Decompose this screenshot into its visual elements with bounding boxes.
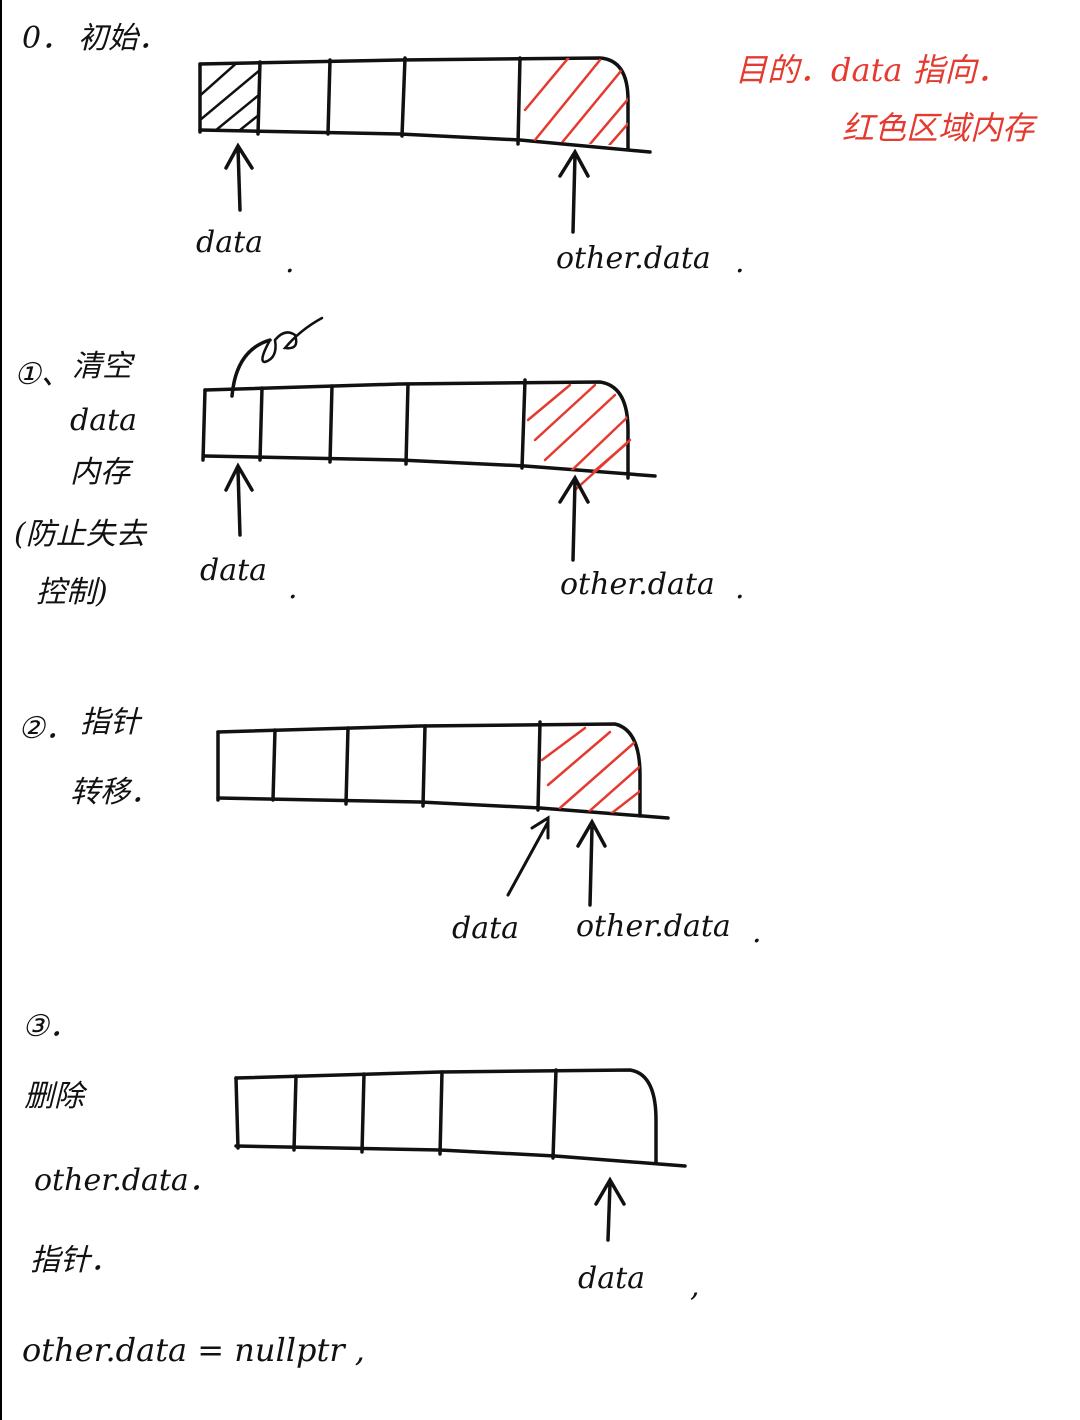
step-desc-line: (防止失去 [14, 517, 146, 552]
pointer-label-data: data [452, 911, 520, 946]
cell-divider [256, 60, 262, 136]
arrow-up-icon [558, 474, 590, 562]
array-bottom-outline [203, 454, 657, 478]
red-pointer-link [573, 438, 632, 492]
array-bottom-outline [198, 128, 652, 154]
cell-divider [551, 1068, 558, 1160]
step-title: 清空 [72, 349, 132, 384]
trailing-dot: . [285, 245, 295, 280]
arrow-up-icon [576, 818, 607, 907]
step-number: ③． [22, 1009, 79, 1044]
array-step-1 [201, 316, 657, 562]
cell-divider [536, 720, 542, 812]
cell-divider [421, 724, 427, 808]
array-bottom-outline [234, 1144, 687, 1168]
arrow-up-icon [558, 148, 590, 234]
array-top-outline [216, 722, 642, 818]
arrow-up-icon [506, 815, 550, 897]
pointer-label-other-data: other.data [560, 567, 715, 602]
pointer-label-other-data: other.data [576, 909, 731, 944]
step-desc-line: 控制) [36, 575, 108, 610]
red-region-hatch [523, 58, 628, 146]
trailing-dot: . [735, 571, 745, 606]
cell-divider [234, 1076, 240, 1150]
step-desc-line: 指针． [30, 1243, 120, 1278]
trailing-dot: . [735, 245, 745, 280]
array-top-outline [203, 380, 630, 480]
first-cell-hatch [200, 62, 260, 132]
step-number: ②． [18, 711, 75, 746]
cell-divider [438, 1070, 444, 1156]
step-number: ①、 [14, 357, 71, 392]
cell-divider [201, 388, 207, 462]
cell-divider [520, 378, 527, 470]
array-top-outline [234, 1068, 658, 1164]
trailing-comma: , [690, 1269, 700, 1304]
cell-divider [516, 56, 522, 146]
goal-note-line-1: 目的．data 指向． [735, 51, 1009, 89]
step-desc-line: 转移． [70, 775, 160, 810]
step-title: 删除 [24, 1079, 84, 1114]
cell-divider [328, 384, 334, 464]
array-step-0 [198, 56, 652, 234]
cell-divider [344, 726, 350, 806]
arrow-up-icon [224, 462, 254, 537]
array-bottom-outline [216, 796, 670, 820]
cell-divider [271, 728, 277, 802]
step-number: 0． [22, 21, 72, 56]
step-desc-line: 内存 [70, 455, 130, 490]
cell-divider [360, 1072, 366, 1154]
cell-divider [292, 1074, 298, 1152]
pointer-label-data: data [196, 225, 264, 260]
cell-divider [326, 58, 332, 136]
release-curve [230, 338, 272, 398]
step-title: 指针 [80, 705, 140, 740]
arrow-up-icon [594, 1176, 626, 1242]
cell-divider [400, 56, 407, 138]
array-step-3 [234, 1068, 687, 1242]
trailing-dot: . [752, 915, 762, 950]
pointer-label-other-data: other.data [556, 241, 711, 276]
cell-divider [404, 382, 410, 466]
nullptr-assignment: other.data = nullptr , [22, 1331, 365, 1369]
goal-note-line-2: 红色区域内存 [842, 109, 1035, 147]
step-desc-line: other.data． [34, 1163, 219, 1198]
pointer-label-data: data [578, 1261, 646, 1296]
step-desc-line: data [70, 403, 138, 438]
array-step-2 [216, 720, 670, 907]
step-title: 初始． [78, 21, 168, 56]
trailing-dot: . [288, 571, 298, 606]
release-loop [261, 316, 324, 364]
page-edge [0, 0, 2, 1420]
cell-divider [258, 386, 264, 462]
pointer-label-data: data [200, 553, 268, 588]
red-region-hatch [540, 726, 640, 815]
arrow-up-icon [224, 142, 254, 212]
